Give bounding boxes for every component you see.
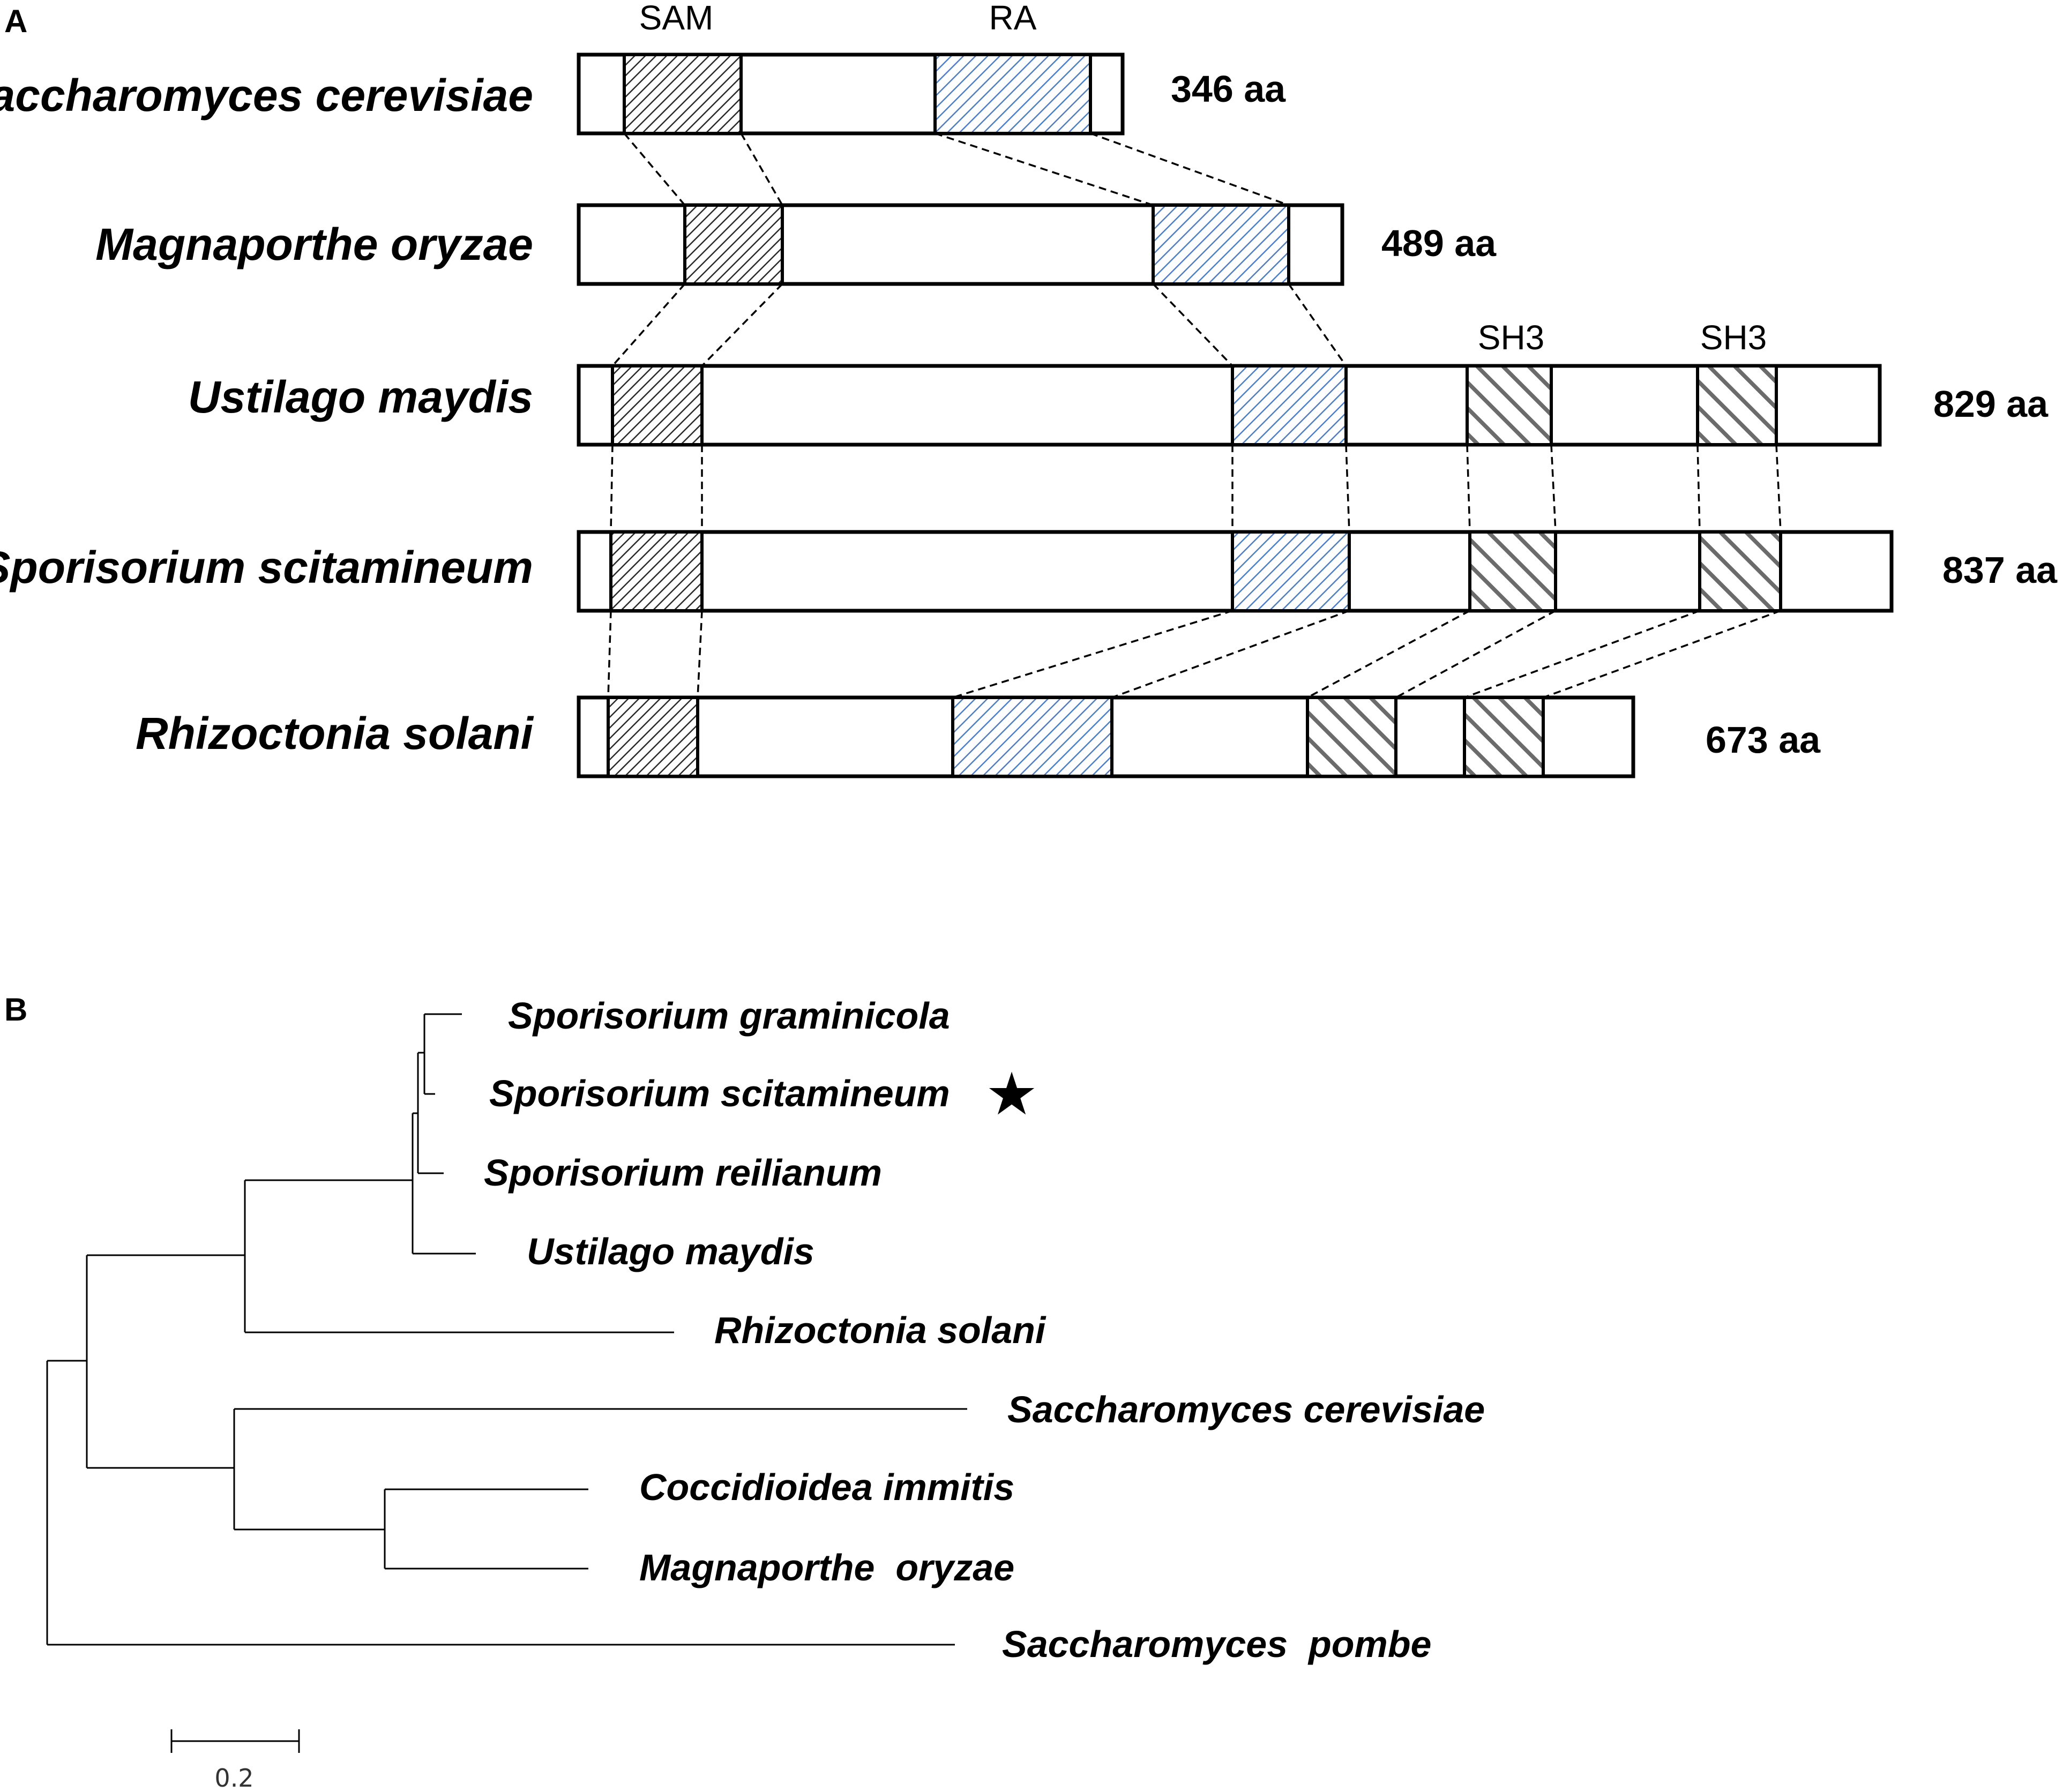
protein-row-saccharomyces-cerevisiae: Saccharomyces cerevisiae 346 aa <box>0 53 1286 136</box>
sam-domain <box>623 53 743 135</box>
length-label: 346 aa <box>1171 68 1286 110</box>
taxon-label-coccidioidea-immitis: Coccidioidea immitis <box>639 1466 1014 1508</box>
length-label: 489 aa <box>1381 222 1497 264</box>
sh3-domain-first <box>1466 364 1553 446</box>
length-label: 829 aa <box>1933 383 2049 425</box>
ra-domain <box>951 696 1113 778</box>
species-label: Rhizoctonia solani <box>136 708 534 759</box>
sam-domain <box>683 204 784 286</box>
taxon-label-magnaporthe-oryzae: Magnaporthe oryzae <box>639 1547 1014 1588</box>
connectors-row2-row3 <box>611 283 1347 367</box>
length-label: 673 aa <box>1706 719 1821 761</box>
sh3-domain-second <box>1698 530 1782 612</box>
connectors-row3-row4 <box>610 444 1782 533</box>
protein-row-sporisorium-scitamineum: Sporisorium scitamineum 837 aa <box>0 530 2058 613</box>
connectors-row1-row2 <box>623 132 1289 206</box>
panel-a-label: A <box>4 3 27 39</box>
domain-label-sh3-second: SH3 <box>1700 318 1767 357</box>
taxon-label-sporisorium-scitamineum: Sporisorium scitamineum <box>489 1073 950 1114</box>
sh3-domain-first <box>1468 530 1557 612</box>
length-label: 837 aa <box>1942 549 2058 591</box>
ra-domain <box>933 53 1092 135</box>
species-label: Ustilago maydis <box>188 372 533 422</box>
taxon-label-saccharomyces-pombe: Saccharomyces pombe <box>1002 1623 1431 1665</box>
ra-domain <box>1231 530 1351 612</box>
protein-row-rhizoctonia-solani: Rhizoctonia solani 673 aa <box>136 695 1821 778</box>
taxon-label-saccharomyces-cerevisiae: Saccharomyces cerevisiae <box>1007 1389 1485 1430</box>
taxon-label-sporisorium-reilianum: Sporisorium reilianum <box>484 1152 882 1194</box>
sam-domain <box>607 696 699 778</box>
protein-row-magnaporthe-oryzae: Magnaporthe oryzae 489 aa <box>95 203 1497 286</box>
ra-domain <box>1152 204 1290 286</box>
scale-bar: 0.2 <box>170 1729 300 1792</box>
sam-domain <box>609 530 704 612</box>
phylogenetic-tree <box>46 1013 967 1646</box>
taxon-label-ustilago-maydis: Ustilago maydis <box>527 1231 814 1272</box>
taxon-label-rhizoctonia-solani: Rhizoctonia solani <box>714 1309 1047 1351</box>
taxon-label-sporisorium-graminicola: Sporisorium graminicola <box>508 995 950 1037</box>
sam-domain <box>611 364 704 446</box>
scale-bar-label: 0.2 <box>214 1764 253 1792</box>
domain-label-sh3-first: SH3 <box>1478 318 1545 357</box>
sh3-domain-second <box>1463 696 1545 778</box>
ra-domain <box>1231 364 1348 446</box>
domain-label-ra: RA <box>989 0 1037 37</box>
sh3-domain-first <box>1306 696 1397 778</box>
panel-b: B <box>4 992 1485 1792</box>
species-label: Sporisorium scitamineum <box>0 542 533 593</box>
star-icon: ★ <box>985 1060 1038 1128</box>
domain-label-sam: SAM <box>639 0 714 37</box>
panel-b-label: B <box>4 992 27 1028</box>
sh3-domain-second <box>1696 364 1778 446</box>
panel-a: A SAM RA SH3 SH3 Saccharomyces cerevisia… <box>0 0 2058 778</box>
species-label: Magnaporthe oryzae <box>95 219 533 269</box>
species-label: Saccharomyces cerevisiae <box>0 70 533 121</box>
protein-row-ustilago-maydis: Ustilago maydis 829 aa <box>188 364 2049 447</box>
protein-bar <box>577 364 1882 447</box>
connectors-row4-row5 <box>607 610 1781 699</box>
